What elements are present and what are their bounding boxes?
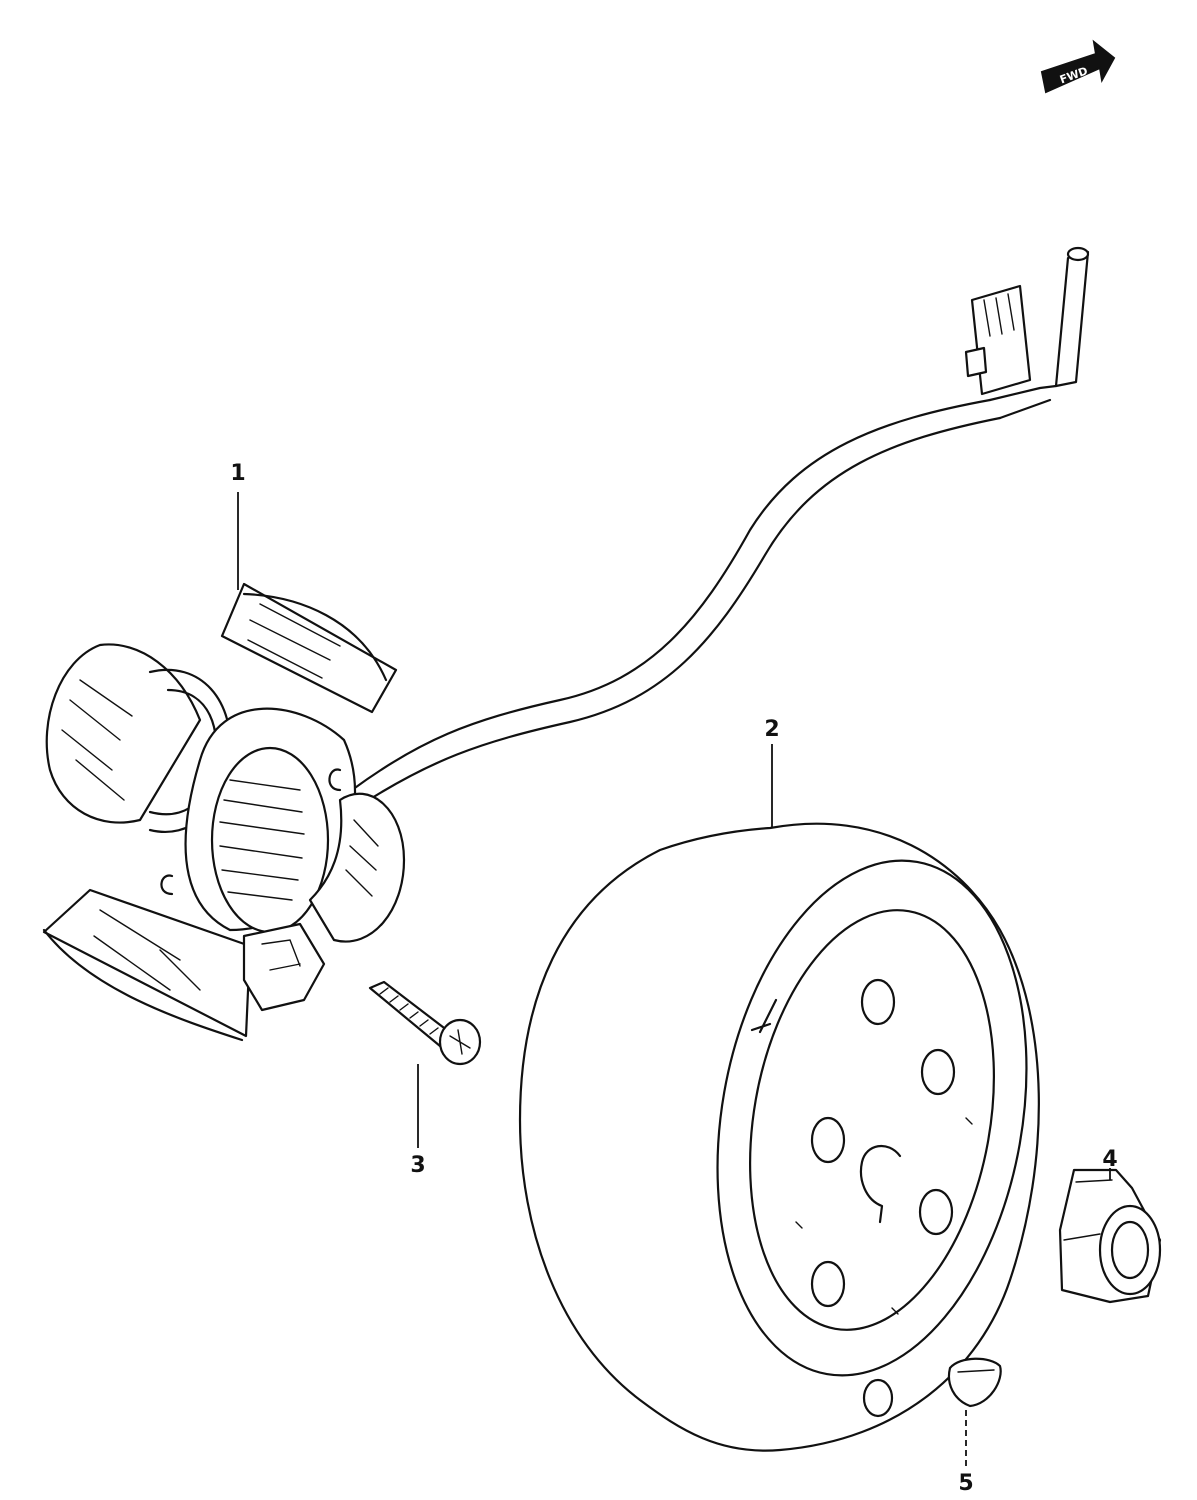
woodruff-key — [947, 1357, 1002, 1408]
part-label-1: 1 — [230, 461, 245, 486]
forward-arrow-icon: FWD — [1040, 39, 1116, 94]
rotor-flywheel — [518, 822, 1040, 1452]
flywheel-nut — [1058, 1168, 1162, 1304]
part-label-3: 3 — [410, 1153, 425, 1178]
part-label-5: 5 — [958, 1471, 973, 1496]
stator-assembly — [42, 582, 406, 1042]
part-label-4: 4 — [1102, 1147, 1117, 1172]
part-label-2: 2 — [764, 717, 779, 742]
wire-harness — [350, 246, 1090, 810]
screw — [368, 980, 482, 1066]
